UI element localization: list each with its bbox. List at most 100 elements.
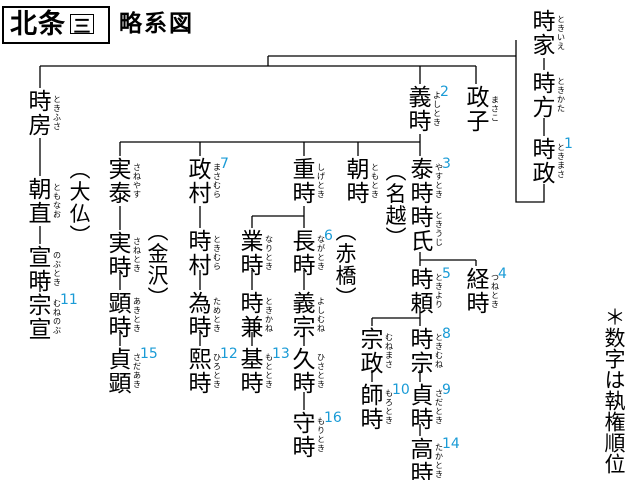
person-reading: まさこ (491, 96, 499, 123)
shikken-order-number: 8 (442, 326, 451, 342)
shikken-order-number: 16 (324, 410, 342, 426)
person-name: 宣時 (29, 245, 52, 295)
person-reading: さねやす (133, 163, 141, 199)
person-name: 朝時 (347, 157, 370, 207)
person-reading: のぶとき (53, 251, 61, 287)
person-name: 長時 (293, 229, 316, 279)
person-reading: つねとき (491, 273, 499, 309)
person-reading: ときむね (435, 333, 443, 369)
lineage-line (515, 40, 545, 203)
shikken-order-number: 9 (442, 382, 451, 398)
person-name: 熙時 (189, 347, 212, 397)
person-name: 政村 (189, 157, 212, 207)
shikken-order-number: 4 (498, 266, 507, 282)
person-reading: ときかた (557, 77, 565, 113)
person-reading: ながとき (317, 235, 325, 271)
person-name: 実泰 (109, 157, 132, 207)
person-name: 時兼 (241, 291, 264, 341)
person-name: 時房 (29, 89, 52, 139)
branch-labels: ︵大仏︶ ︵金沢︶ ︵赤橋︶ ︵名越︶ (70, 158, 407, 310)
person-reading: ともとき (371, 163, 379, 199)
person-reading: さねとき (133, 237, 141, 273)
person-name: 実時 (109, 231, 132, 281)
person-name: 経時 (467, 267, 490, 317)
person-name: 時村 (189, 229, 212, 279)
chart-subtitle: 略系図 (119, 11, 194, 37)
shikken-order-number: 15 (140, 346, 158, 362)
person-name: 師時 (361, 383, 384, 433)
shikken-order-number: 2 (440, 84, 449, 100)
shikken-order-number: 6 (324, 228, 333, 244)
branch-label-nagoe: ︵名越︶ (386, 160, 407, 250)
person-reading: ときより (435, 273, 443, 309)
person-reading: むねのぶ (53, 299, 61, 335)
person-reading: もろとき (385, 389, 393, 425)
person-reading: もりとき (317, 417, 325, 453)
shikken-order-number: 1 (564, 136, 573, 152)
person-name: 重時 (293, 157, 316, 207)
person-name: 時宗 (411, 327, 434, 377)
branch-label-kanazawa: ︵金沢︶ (148, 220, 169, 310)
shikken-order-number: 12 (220, 346, 238, 362)
person-reading: ときふさ (53, 95, 61, 131)
chart-title: 北条 (10, 9, 66, 40)
person-reading: ときまさ (557, 143, 565, 179)
person-name: 時方 (533, 71, 556, 121)
person-name: 業時 (241, 229, 264, 279)
person-name: 貞顕 (109, 347, 132, 397)
person-name: 泰時 (411, 157, 434, 207)
shikken-order-number: 5 (442, 266, 451, 282)
person-reading: ときむら (213, 235, 221, 271)
person-name: 守時 (293, 411, 316, 461)
person-reading: しげとき (317, 163, 325, 199)
branch-label-osaragi: ︵大仏︶ (70, 158, 91, 248)
person-reading: ひさとき (317, 353, 325, 389)
person-reading: よしとき (433, 91, 441, 127)
person-reading: やすとき (435, 163, 443, 199)
shikken-order-number: 7 (220, 156, 229, 172)
person-reading: さだあき (133, 353, 141, 389)
person-name: 朝直 (29, 177, 52, 227)
person-name: 為時 (189, 291, 212, 341)
branch-label-akahashi: ︵赤橋︶ (336, 220, 357, 310)
person-reading: なりとき (265, 235, 273, 271)
person-name: 高時 (411, 437, 434, 480)
person-reading: あきとき (133, 297, 141, 333)
person-name: 政子 (467, 85, 490, 135)
person-reading: たかとき (435, 443, 443, 479)
person-name: 義宗 (293, 291, 316, 341)
person-name: 顕時 (109, 291, 132, 341)
shikken-order-number: 10 (392, 382, 410, 398)
person-name: 久時 (293, 347, 316, 397)
person-reading: さだとき (435, 389, 443, 425)
title-number-box: 三 (70, 14, 94, 37)
shikken-order-number: 11 (60, 292, 78, 308)
